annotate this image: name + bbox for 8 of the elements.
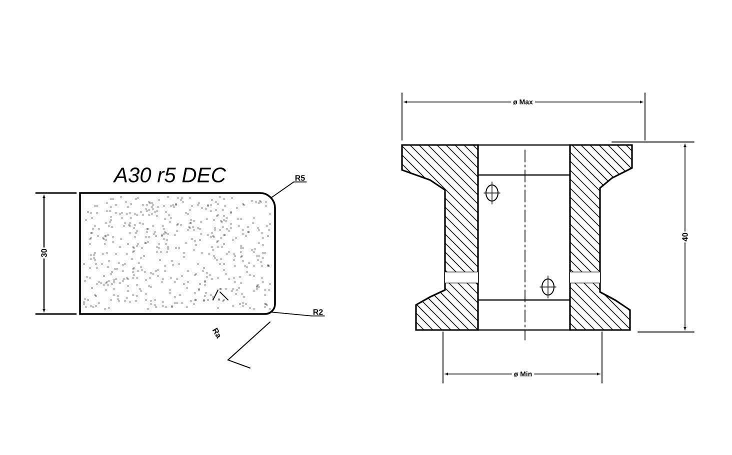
grinding-wheel-drawing [79, 192, 276, 315]
callout-text: R5 [295, 175, 305, 181]
leader-line [270, 182, 307, 198]
leader-line [272, 312, 325, 316]
dimension-text: 40 [681, 232, 689, 242]
roughness-text: Ra [212, 328, 220, 339]
callout-text: R2 [313, 309, 323, 315]
dimension-text: 30 [40, 248, 48, 258]
